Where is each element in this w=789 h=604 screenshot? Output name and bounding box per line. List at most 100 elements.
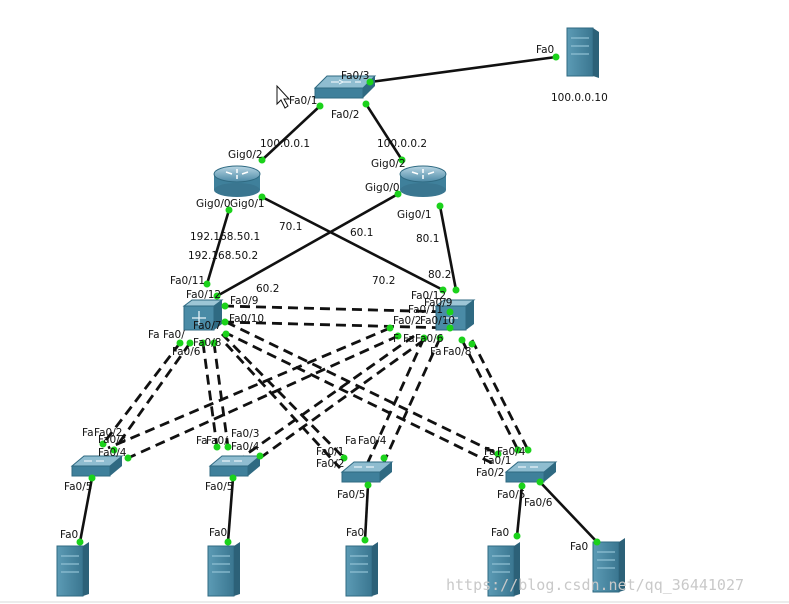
port-dot bbox=[88, 474, 96, 482]
pc-5[interactable] bbox=[592, 538, 625, 593]
port-indicators bbox=[76, 53, 601, 546]
ip-label: 192.168.50.1 bbox=[190, 231, 260, 243]
router-left[interactable] bbox=[213, 165, 261, 197]
router-right[interactable] bbox=[399, 165, 447, 197]
port-label: Fa0/10 bbox=[420, 315, 455, 327]
port-label: Fa0/1 bbox=[289, 95, 317, 107]
port-dot bbox=[420, 334, 428, 342]
port-label: F bbox=[393, 333, 399, 345]
port-label: Fa0/ bbox=[206, 435, 228, 447]
router-icon bbox=[213, 165, 261, 197]
port-dot bbox=[222, 330, 230, 338]
port-label: Fa0/3 bbox=[98, 434, 126, 446]
port-dot bbox=[362, 100, 370, 108]
link-l3r-a1-2 bbox=[127, 334, 399, 460]
port-label: Fa0/2 bbox=[331, 109, 359, 121]
multilayer-switch-left[interactable] bbox=[182, 299, 224, 331]
port-label: Fa0/5 bbox=[497, 489, 525, 501]
port-dot bbox=[536, 478, 544, 486]
port-dot bbox=[110, 446, 118, 454]
port-label: Fa0/4 bbox=[358, 435, 387, 447]
port-label: Gig0/2 bbox=[371, 158, 406, 170]
port-label: Fa bbox=[484, 446, 496, 458]
server-icon bbox=[345, 542, 378, 597]
pc-2[interactable] bbox=[207, 542, 240, 597]
port-label: Fa0/8 bbox=[193, 337, 221, 349]
server-icon bbox=[207, 542, 240, 597]
ip-label: 60.2 bbox=[256, 283, 279, 295]
link-l3r-a2-2 bbox=[259, 338, 425, 460]
port-dot bbox=[446, 308, 454, 316]
port-dot bbox=[224, 538, 232, 546]
port-dot bbox=[446, 324, 454, 332]
port-labels: Fa0 100.0.0.10 Fa0/3 Fa0/1 Fa0/2 100.0.0… bbox=[60, 44, 608, 553]
link-router-right-l3-right bbox=[438, 205, 458, 291]
server-icon bbox=[592, 538, 625, 593]
port-dot bbox=[213, 443, 221, 451]
port-dot bbox=[394, 190, 402, 198]
port-label: Fa0 bbox=[570, 541, 588, 553]
port-dot bbox=[452, 286, 460, 294]
port-label: Fa0 bbox=[209, 527, 227, 539]
port-dot bbox=[203, 280, 211, 288]
port-dot bbox=[176, 339, 184, 347]
ip-label: 80.2 bbox=[428, 269, 451, 281]
port-label: Fa bbox=[196, 435, 208, 447]
link-core-router-left bbox=[261, 105, 321, 161]
port-label: Fa0/3 bbox=[341, 70, 369, 82]
access-switch-2[interactable] bbox=[208, 455, 262, 477]
port-label: Fa0/5 bbox=[205, 481, 233, 493]
access-switch-1[interactable] bbox=[70, 455, 124, 477]
router-icon bbox=[399, 165, 447, 197]
port-dot bbox=[361, 536, 369, 544]
port-label: Gig0/1 bbox=[397, 209, 432, 221]
port-dot bbox=[439, 286, 447, 294]
port-dot bbox=[514, 446, 522, 454]
port-dot bbox=[366, 78, 374, 86]
access-switch-3[interactable] bbox=[340, 461, 394, 483]
port-dot bbox=[380, 454, 388, 462]
cursor-arrow-icon bbox=[276, 84, 291, 109]
switch-icon bbox=[70, 455, 124, 477]
port-dot bbox=[386, 324, 394, 332]
link-l3r-a4-1 bbox=[460, 339, 520, 451]
switch-icon bbox=[208, 455, 262, 477]
link-access3-pc3 bbox=[363, 484, 370, 541]
ip-label: 60.1 bbox=[350, 227, 373, 239]
pc-1[interactable] bbox=[56, 542, 89, 597]
port-label: Fa0 bbox=[60, 529, 78, 541]
port-label: Fa0/12 bbox=[411, 290, 446, 302]
ip-label: 70.1 bbox=[279, 221, 302, 233]
port-dot bbox=[552, 53, 560, 61]
port-label: Fa0/4 bbox=[497, 446, 526, 458]
port-dot bbox=[186, 339, 194, 347]
port-label: Fa bbox=[148, 329, 160, 341]
server-top[interactable] bbox=[566, 27, 599, 78]
port-dot bbox=[316, 102, 324, 110]
server-icon bbox=[56, 542, 89, 597]
pc-4[interactable] bbox=[487, 542, 520, 597]
port-dot bbox=[394, 332, 402, 340]
watermark-text: https://blog.csdn.net/qq_36441027 bbox=[446, 576, 744, 594]
port-dot bbox=[458, 336, 466, 344]
port-label: Fa0/6 bbox=[172, 346, 201, 358]
port-dot bbox=[76, 538, 84, 546]
link-access2-pc2 bbox=[226, 477, 235, 543]
port-dot bbox=[124, 454, 132, 462]
link-core-server bbox=[369, 55, 557, 84]
port-dot bbox=[99, 440, 107, 448]
port-dot bbox=[256, 452, 264, 460]
link-l3-pair-2 bbox=[223, 320, 451, 330]
port-label: Fa0/8 bbox=[443, 346, 471, 358]
port-label: Fa0/11 bbox=[408, 304, 443, 316]
pc-3[interactable] bbox=[345, 542, 378, 597]
port-label: Fa0/4 bbox=[231, 441, 260, 453]
port-dot bbox=[213, 292, 221, 300]
port-label: Fa0/3 bbox=[231, 428, 259, 440]
port-label: Fa0/6 bbox=[415, 333, 444, 345]
port-dot bbox=[221, 318, 229, 326]
link-l3l-a3-1 bbox=[221, 333, 345, 459]
access-switch-4[interactable] bbox=[504, 461, 558, 483]
port-label: Fa0/11 bbox=[170, 275, 205, 287]
link-l3r-a1-1 bbox=[107, 326, 391, 450]
